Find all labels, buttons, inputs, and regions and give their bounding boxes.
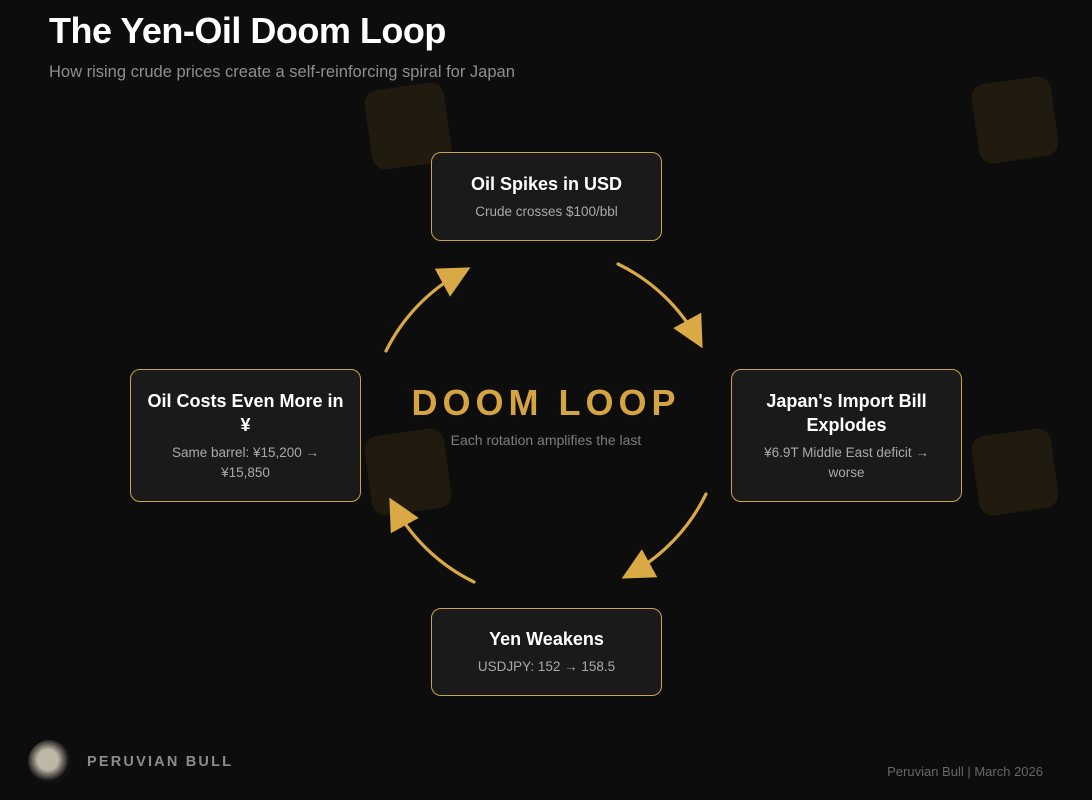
node-subtitle: Crude crosses $100/bbl (475, 203, 618, 219)
node-subtitle: Same barrel: ¥15,200 → ¥15,850 (171, 444, 320, 480)
node-title: Oil Spikes in USD (470, 173, 623, 194)
page-title: The Yen-Oil Doom Loop (49, 10, 446, 51)
node-import-bill: Japan's Import Bill Explodes ¥6.9T Middl… (731, 369, 962, 502)
brand: PERUVIAN BULL (28, 740, 233, 784)
arrow-left-to-top-icon (384, 267, 471, 353)
arrow-bottom-to-left-icon (389, 497, 476, 584)
node-title: Oil Costs Even More in ¥ (147, 390, 344, 435)
node-oil-costs-yen: Oil Costs Even More in ¥ Same barrel: ¥1… (130, 369, 361, 502)
bull-avatar-icon (28, 740, 72, 784)
credit-text: Peruvian Bull | March 2026 (887, 764, 1043, 779)
arrow-right-to-bottom-icon (621, 492, 708, 579)
node-yen-weakens: Yen Weakens USDJPY: 152 → 158.5 (431, 608, 662, 696)
center-title: DOOM LOOP (411, 382, 681, 423)
arrow-top-to-right-icon (616, 262, 703, 349)
node-oil-spikes: Oil Spikes in USD Crude crosses $100/bbl (431, 152, 662, 241)
node-subtitle: ¥6.9T Middle East deficit → worse (764, 444, 929, 480)
center-subtitle: Each rotation amplifies the last (450, 432, 642, 448)
node-title: Yen Weakens (489, 629, 604, 649)
brand-name: PERUVIAN BULL (87, 754, 234, 770)
node-title: Japan's Import Bill Explodes (766, 390, 927, 435)
page-subtitle: How rising crude prices create a self-re… (49, 63, 515, 81)
node-subtitle: USDJPY: 152 → 158.5 (477, 659, 616, 674)
